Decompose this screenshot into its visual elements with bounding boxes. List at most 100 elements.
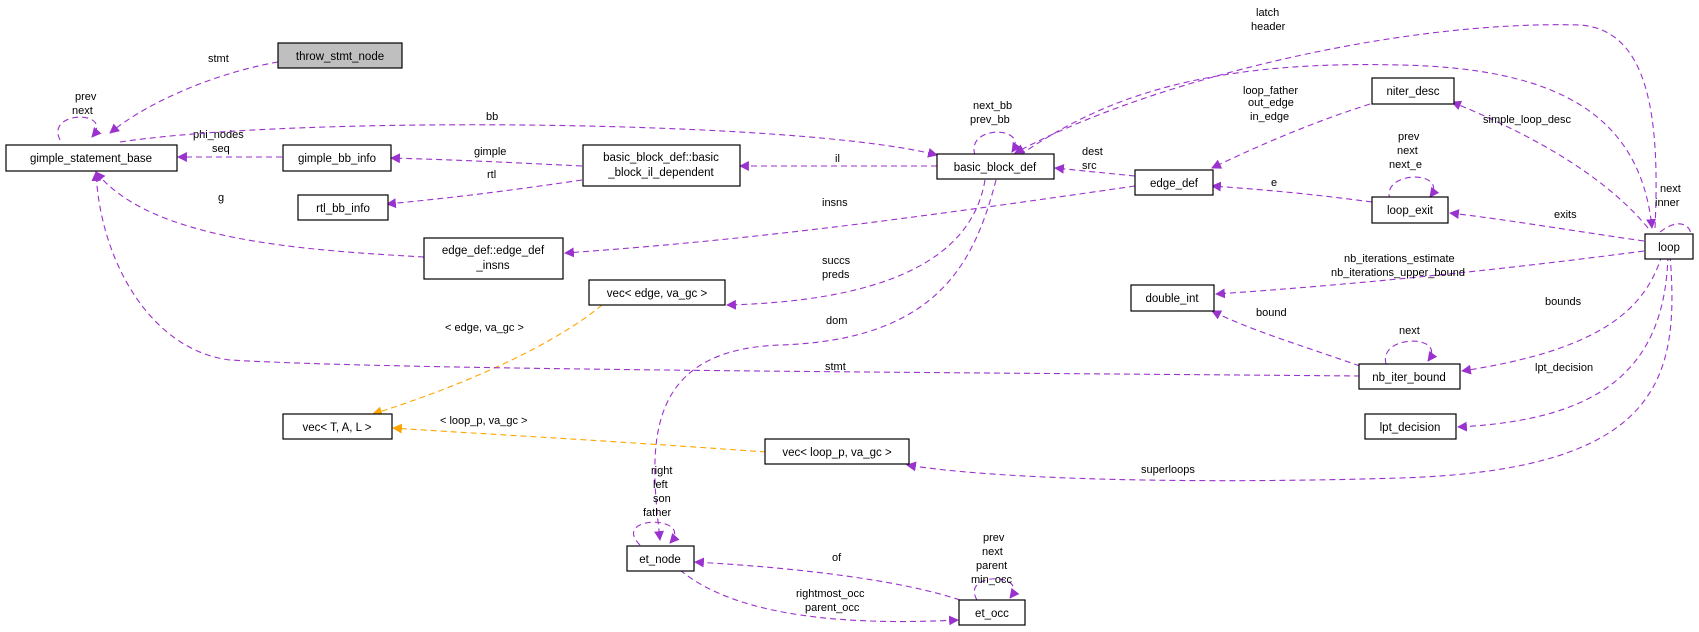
node-et-node[interactable]: et_node <box>626 545 695 572</box>
node-loop[interactable]: loop <box>1644 233 1694 260</box>
node-gimple-statement-base[interactable]: gimple_statement_base <box>5 144 178 172</box>
edge-label: next_e <box>1389 159 1422 171</box>
edge-label: dest <box>1082 146 1103 158</box>
edge-bbd-self: next_bb prev_bb <box>970 100 1022 156</box>
edge-label: < loop_p, va_gc > <box>440 415 527 427</box>
edge-label: left <box>653 479 668 491</box>
edge-template-loop-p: < loop_p, va_gc > <box>392 415 767 453</box>
node-basic-block-il-dependent[interactable]: basic_block_def::basic _block_il_depende… <box>582 144 741 187</box>
edge-label: insns <box>822 197 848 209</box>
edge-label: prev <box>75 91 97 103</box>
edge-label: seq <box>212 143 230 155</box>
edge-phi-seq: phi_nodes seq <box>177 129 282 162</box>
edge-et-node-self: right left son father <box>632 465 680 546</box>
edge-label: phi_nodes <box>193 129 244 141</box>
node-vec-edge[interactable]: vec< edge, va_gc > <box>588 279 726 306</box>
svg-text:gimple_bb_info: gimple_bb_info <box>298 153 376 165</box>
edge-label: succs <box>822 255 851 267</box>
edge-exits: exits <box>1449 209 1645 242</box>
edge-bb: bb <box>119 111 938 158</box>
svg-text:basic_block_def: basic_block_def <box>954 162 1037 174</box>
edge-label: son <box>653 493 671 505</box>
edge-label: src <box>1082 160 1097 172</box>
edge-label: bounds <box>1545 296 1582 308</box>
node-vec-T-A-L[interactable]: vec< T, A, L > <box>282 413 393 440</box>
edge-simple-loop-desc: simple_loop_desc <box>1451 100 1649 229</box>
edge-gimple: gimple <box>390 146 583 167</box>
edge-et-occ-self: prev next parent min_occ <box>971 532 1020 601</box>
edge-label: stmt <box>825 361 846 373</box>
edge-label: of <box>832 552 842 564</box>
edge-label: il <box>835 153 840 165</box>
edge-label: out_edge <box>1248 97 1294 109</box>
svg-text:_block_il_dependent: _block_il_dependent <box>607 167 714 179</box>
edge-label: prev <box>983 532 1005 544</box>
edge-label: next <box>72 105 93 117</box>
edge-label: simple_loop_desc <box>1483 114 1572 126</box>
edge-rtl: rtl <box>386 169 583 209</box>
edge-rightmost-parent-occ: rightmost_occ parent_occ <box>679 569 959 626</box>
edge-label: rightmost_occ <box>796 588 865 600</box>
edge-bounds: bounds <box>1461 254 1663 375</box>
edge-label: inner <box>1655 197 1680 209</box>
edge-label: lpt_decision <box>1535 362 1593 374</box>
svg-text:basic_block_def::basic: basic_block_def::basic <box>603 152 719 164</box>
svg-text:et_node: et_node <box>639 554 681 566</box>
edge-label: g <box>218 192 224 204</box>
node-et-occ[interactable]: et_occ <box>958 599 1026 626</box>
edge-stmt-throw: stmt <box>109 53 279 134</box>
edge-insns: insns <box>564 185 1136 258</box>
edge-nb-iterations: nb_iterations_estimate nb_iterations_upp… <box>1215 250 1645 299</box>
svg-text:vec< T, A, L >: vec< T, A, L > <box>302 422 371 434</box>
node-edge-def-insns[interactable]: edge_def::edge_def _insns <box>423 237 564 280</box>
node-double-int[interactable]: double_int <box>1130 284 1215 312</box>
edge-label: next <box>1660 183 1681 195</box>
node-lpt-decision[interactable]: lpt_decision <box>1364 413 1457 440</box>
edge-label: loop_father <box>1243 85 1298 97</box>
svg-text:vec< edge, va_gc >: vec< edge, va_gc > <box>607 288 708 300</box>
node-basic-block-def[interactable]: basic_block_def <box>936 153 1055 180</box>
edge-dom: dom <box>654 179 997 541</box>
edge-label: min_occ <box>971 574 1012 586</box>
edge-gsb-self: prev next <box>57 91 102 141</box>
edge-loop-father: loop_father <box>1019 64 1657 229</box>
svg-text:_insns: _insns <box>475 260 509 272</box>
node-loop-exit[interactable]: loop_exit <box>1371 196 1449 224</box>
node-gimple-bb-info[interactable]: gimple_bb_info <box>282 144 392 172</box>
svg-text:niter_desc: niter_desc <box>1386 86 1439 98</box>
svg-text:edge_def: edge_def <box>1150 178 1199 190</box>
edge-label: right <box>651 465 672 477</box>
edge-label: exits <box>1554 209 1577 221</box>
svg-text:edge_def::edge_def: edge_def::edge_def <box>442 245 545 257</box>
node-niter-desc[interactable]: niter_desc <box>1371 77 1455 105</box>
edge-label: latch <box>1256 7 1279 19</box>
edge-superloops: superloops <box>906 254 1673 482</box>
node-edge-def[interactable]: edge_def <box>1134 169 1214 196</box>
svg-text:rtl_bb_info: rtl_bb_info <box>316 203 370 215</box>
node-rtl-bb-info[interactable]: rtl_bb_info <box>297 194 389 221</box>
edge-latch-header: latch header <box>1014 7 1657 229</box>
edge-label: next_bb <box>973 100 1012 112</box>
svg-text:throw_stmt_node: throw_stmt_node <box>296 51 384 63</box>
node-vec-loop-p[interactable]: vec< loop_p, va_gc > <box>764 438 910 465</box>
edge-label: superloops <box>1141 464 1195 476</box>
edge-label: nb_iterations_estimate <box>1344 253 1455 265</box>
edge-loop-exit-self: prev next next_e <box>1388 131 1440 201</box>
edge-of: of <box>694 552 961 601</box>
edge-label-stmt: stmt <box>208 53 229 65</box>
edge-dest-src: dest src <box>1054 146 1136 177</box>
svg-text:lpt_decision: lpt_decision <box>1380 422 1441 434</box>
node-throw-stmt-node[interactable]: throw_stmt_node <box>277 42 403 69</box>
svg-text:double_int: double_int <box>1145 293 1199 305</box>
node-nb-iter-bound[interactable]: nb_iter_bound <box>1358 363 1461 390</box>
edge-lpt-decision: lpt_decision <box>1457 254 1669 432</box>
edge-label: nb_iterations_upper_bound <box>1331 267 1465 279</box>
edge-out-in-edge: out_edge in_edge <box>1211 97 1371 169</box>
edge-label: next <box>1397 145 1418 157</box>
edge-label: prev_bb <box>970 114 1010 126</box>
edge-label: bound <box>1256 307 1287 319</box>
edge-label: next <box>1399 325 1420 337</box>
edge-nib-self: next <box>1384 325 1438 365</box>
edge-label: prev <box>1398 131 1420 143</box>
